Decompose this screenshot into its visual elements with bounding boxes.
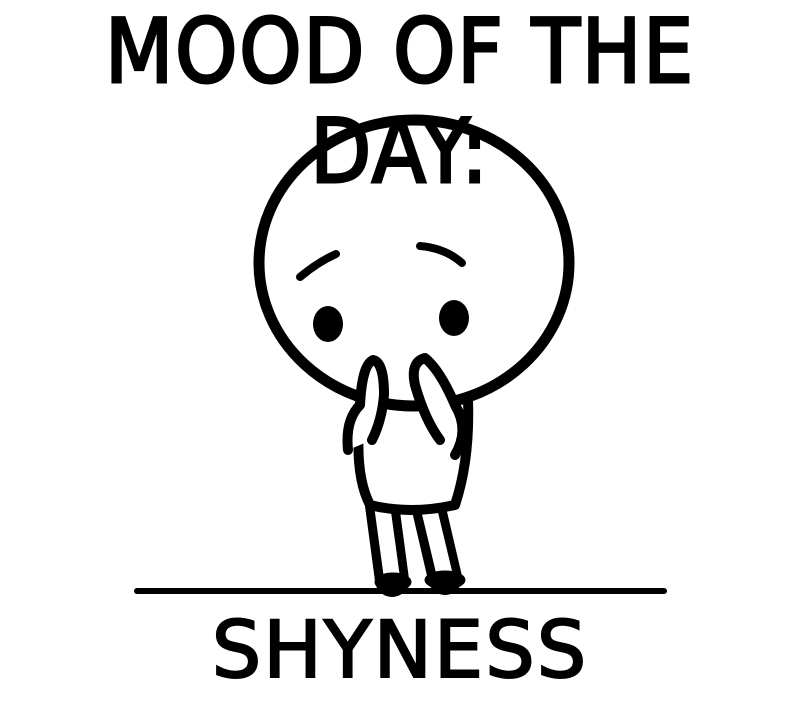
right-leg-inner: [420, 497, 453, 584]
heading-title: MOOD OF THE DAY:: [104, 0, 696, 203]
left-eyebrow: [296, 250, 340, 281]
right-foot: [424, 570, 466, 590]
left-eye: [313, 306, 343, 342]
left-leg-inner: [374, 497, 400, 586]
shy-stick-figure: [134, 114, 667, 597]
left-hand: [342, 355, 389, 455]
mood-label: SHYNESS: [211, 605, 589, 697]
right-eyebrow: [416, 242, 466, 267]
right-eye: [439, 300, 469, 336]
right-hand: [408, 353, 468, 460]
